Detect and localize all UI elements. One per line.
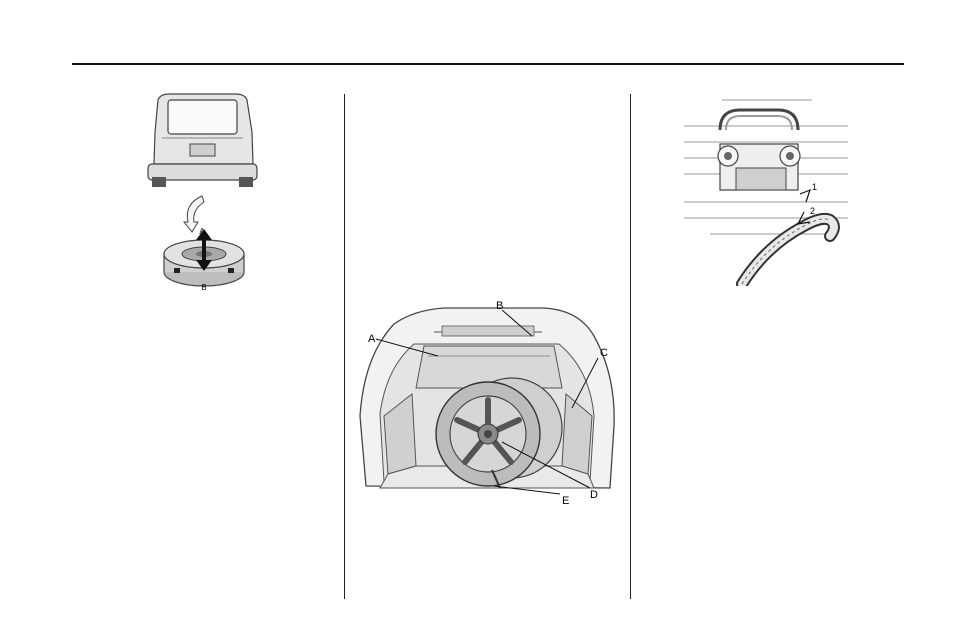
callout-a: A [199,227,205,236]
page-header-rule [72,63,904,65]
figure-cargo-spare-tire: A B C D E [354,296,619,511]
column-divider-right [630,94,631,599]
callout-a: A [368,333,376,345]
figure-hook-detail: 1 2 [682,96,850,286]
cargo-area-illustration: A B C D E [354,296,619,511]
callout-d: D [590,489,598,501]
hook-strap-illustration: 1 2 [682,96,850,286]
callout-b: B [201,283,206,292]
spare-tire-vehicle-illustration: A B [140,92,265,297]
column-divider-left [344,94,345,599]
callout-b: B [496,300,503,312]
callout-c: C [600,347,608,359]
callout-1: 1 [812,182,817,192]
callout-e: E [562,495,569,507]
figure-spare-tire-stowage: A B [140,92,265,297]
callout-2: 2 [810,206,815,216]
